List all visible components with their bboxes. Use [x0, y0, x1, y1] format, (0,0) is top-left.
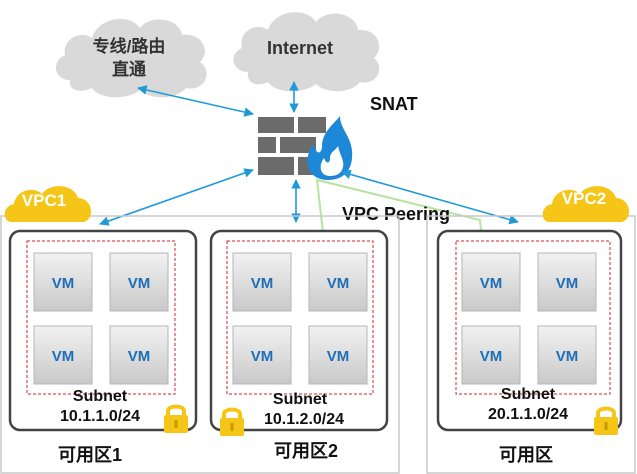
subnet-box-1 [26, 240, 176, 395]
vm-tile: VM [33, 325, 93, 385]
subnet-cidr: 20.1.1.0/24 [488, 406, 568, 423]
vm-label: VM [128, 348, 151, 365]
availability-zone-vpc2: VM VM VM VM Subnet 20.1.1.0/24 可用区 [436, 229, 623, 465]
flame-icon [307, 116, 353, 180]
private-line-label-2: 直通 [112, 59, 146, 79]
vm-label: VM [251, 348, 274, 365]
vpc-peering-label: VPC Peering [342, 204, 450, 224]
vm-tile: VM [33, 252, 93, 312]
zone-name: 可用区2 [274, 441, 338, 461]
vpc1-label: VPC1 [22, 191, 66, 210]
vm-tile: VM [308, 252, 368, 312]
subnet-box-2 [226, 240, 374, 395]
vm-tile: VM [109, 252, 169, 312]
vm-label: VM [327, 275, 350, 292]
private-line-label-1: 专线/路由 [93, 36, 166, 56]
vm-label: VM [327, 348, 350, 365]
arrow-firewall-vpc1 [99, 168, 254, 226]
availability-zone-1: VM VM VM VM Subnet 10.1.1.0/24 可用区1 [8, 229, 198, 465]
vm-tile: VM [461, 252, 521, 312]
vpc1-badge: VPC1 [4, 186, 92, 222]
vm-label: VM [480, 275, 503, 292]
vm-label: VM [52, 348, 75, 365]
internet-label: Internet [267, 38, 333, 58]
arrow-firewall-private-line [137, 85, 254, 117]
lock-icon [164, 404, 188, 433]
vpc1-container [0, 215, 400, 474]
vpc2-badge: VPC2 [542, 186, 630, 222]
vpc2-label: VPC2 [562, 189, 606, 208]
lock-icon [220, 407, 244, 436]
vm-tile: VM [308, 325, 368, 385]
subnet-cidr: 10.1.1.0/24 [60, 408, 140, 425]
vm-label: VM [480, 348, 503, 365]
zone-name: 可用区1 [58, 445, 122, 465]
vm-tile: VM [537, 325, 597, 385]
availability-zone-2: VM VM VM VM Subnet 10.1.2.0/24 可用区2 [209, 229, 389, 461]
vpc2-container [426, 215, 636, 474]
lock-icon [594, 406, 618, 435]
vm-label: VM [128, 275, 151, 292]
vm-label: VM [556, 348, 579, 365]
subnet-box-3 [455, 240, 611, 395]
private-line-cloud: 专线/路由 直通 [55, 18, 207, 98]
vm-tile: VM [232, 325, 292, 385]
vm-tile: VM [461, 325, 521, 385]
vm-label: VM [251, 275, 274, 292]
subnet-title: Subnet [273, 391, 328, 408]
arrow-firewall-vpc2 [341, 169, 519, 225]
subnet-title: Subnet [73, 388, 128, 405]
vm-label: VM [556, 275, 579, 292]
zone-name: 可用区 [499, 445, 553, 465]
vm-tile: VM [232, 252, 292, 312]
vm-tile: VM [109, 325, 169, 385]
subnet-title: Subnet [501, 386, 556, 403]
vm-tile: VM [537, 252, 597, 312]
snat-label: SNAT [370, 94, 418, 114]
connection-arrows [99, 81, 519, 226]
vm-label: VM [52, 275, 75, 292]
subnet-cidr: 10.1.2.0/24 [264, 411, 344, 428]
internet-cloud: Internet [233, 12, 380, 92]
